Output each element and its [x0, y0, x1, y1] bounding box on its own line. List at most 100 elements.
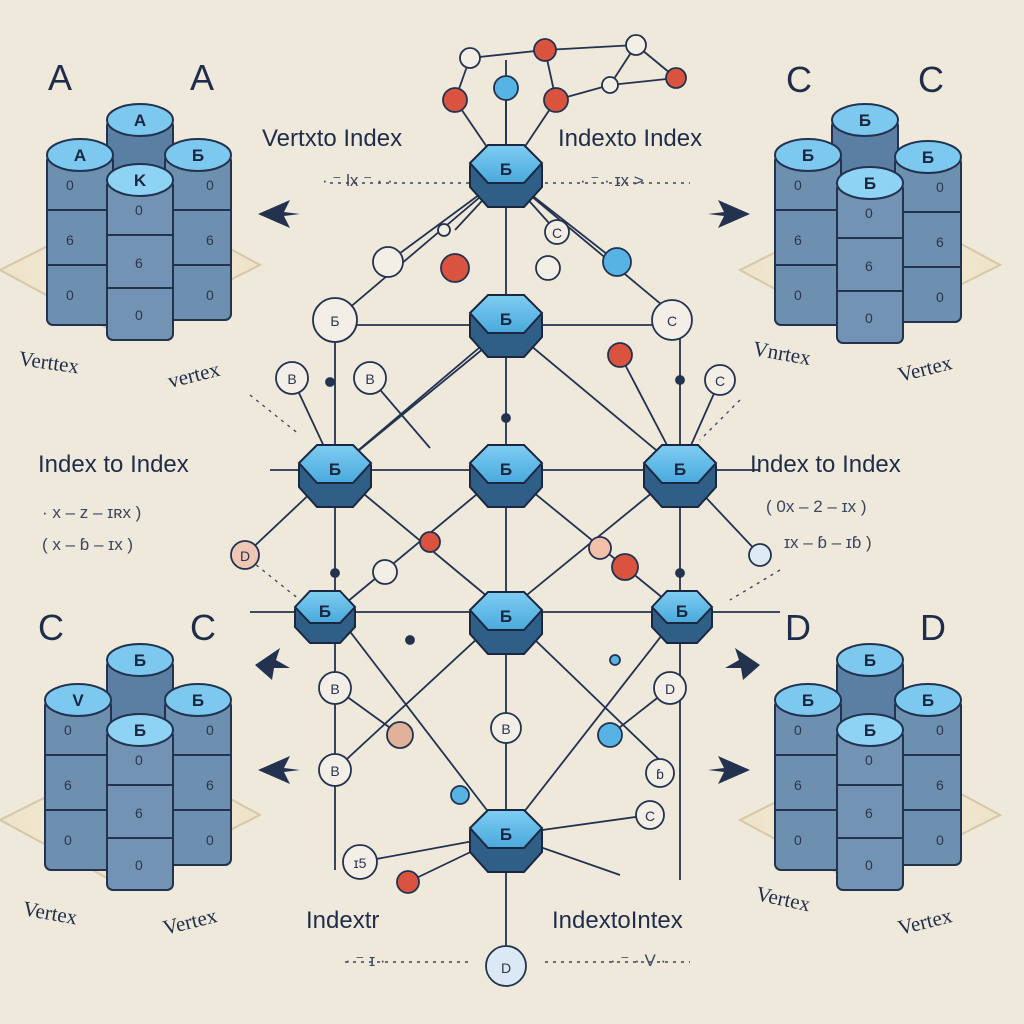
node-label: C	[645, 808, 655, 824]
svg-text:0: 0	[794, 722, 802, 738]
cylinder-label: Б	[864, 174, 876, 193]
svg-text:0: 0	[66, 287, 74, 303]
hub-node: Б	[650, 590, 714, 644]
corner-letter: C	[38, 607, 64, 648]
cylinder-label: Б	[134, 651, 146, 670]
hub-node: Б	[468, 144, 544, 208]
arrow-right-icon	[708, 756, 750, 784]
svg-text:0: 0	[865, 752, 873, 768]
node-label: ɓ	[656, 766, 664, 782]
svg-text:6: 6	[936, 234, 944, 250]
svg-text:6: 6	[794, 777, 802, 793]
svg-text:Б: Б	[500, 160, 512, 179]
arrow-left-icon	[255, 648, 290, 680]
hub-node: Б	[642, 444, 718, 508]
cylinder-label: V	[72, 691, 84, 710]
phrase-mid-right: Index to Index	[750, 451, 901, 478]
vertex-label: vertex	[165, 357, 222, 393]
svg-text:6: 6	[64, 777, 72, 793]
hub-node: Б	[468, 591, 544, 655]
formula: ( x – ɓ – ɪx )	[42, 535, 133, 554]
database-cylinder: Б 0 6 0	[894, 140, 962, 323]
svg-text:0: 0	[794, 287, 802, 303]
svg-text:Б: Б	[674, 460, 686, 479]
phrase-mid-left: Index to Index	[38, 451, 189, 478]
node-label: B	[330, 763, 339, 779]
formulas: · ⁻ Ɩx ⁻ · · · ⁻ · ɪx > · x – z – ɪʀx ) …	[42, 171, 872, 970]
cylinder-label: Б	[192, 691, 204, 710]
cylinder-label: Б	[864, 651, 876, 670]
database-stack-bottom-right: Б Б 0 6 0 Б 0 6 0 Б 0	[737, 643, 1003, 891]
cylinder-label: Б	[134, 721, 146, 740]
node-label: B	[501, 721, 510, 737]
svg-text:0: 0	[206, 177, 214, 193]
svg-text:Б: Б	[319, 602, 331, 621]
svg-text:0: 0	[936, 722, 944, 738]
small-node-labels: Б C B B C D B D B B C ɪ5 D C ɓ	[240, 225, 725, 976]
cylinder-label: A	[74, 146, 86, 165]
svg-text:Б: Б	[500, 607, 512, 626]
database-cylinder: Б 0 6 0	[774, 138, 842, 326]
node-label: Б	[330, 313, 339, 329]
node-label: B	[365, 371, 374, 387]
arrow-left-icon	[258, 200, 300, 228]
svg-text:0: 0	[206, 832, 214, 848]
dotted-guides	[249, 182, 781, 963]
edge-phrases: Vertxto Index Indexto Index Index to Ind…	[38, 125, 901, 934]
database-stack-top-left: A A 0 6 0 Б 0 6 0 K 0	[0, 103, 263, 341]
database-cylinder: K 0 6 0	[106, 163, 174, 341]
svg-text:0: 0	[64, 722, 72, 738]
database-cylinder: Б 0 6 0	[164, 683, 232, 866]
svg-text:6: 6	[206, 232, 214, 248]
svg-text:0: 0	[936, 289, 944, 305]
svg-text:Б: Б	[500, 310, 512, 329]
svg-text:0: 0	[936, 832, 944, 848]
svg-text:0: 0	[66, 177, 74, 193]
formula: · ⁻ Ɩx ⁻ · ·	[322, 171, 393, 190]
database-stack-bottom-left: Б V 0 6 0 Б 0 6 0 Б 0	[0, 643, 263, 891]
corner-letters: A A C C C C D D	[38, 57, 946, 648]
vertex-label: Vertex	[21, 896, 80, 929]
vertex-label: Vertex	[160, 903, 219, 940]
formula: ɪx – ɓ – ɪɓ )	[784, 533, 872, 552]
arrows	[255, 200, 760, 784]
corner-letter: D	[785, 607, 811, 648]
svg-text:0: 0	[135, 857, 143, 873]
svg-text:6: 6	[135, 255, 143, 271]
vertex-label: Vertex	[754, 881, 813, 916]
hub-node: Б	[468, 444, 544, 508]
database-cylinder: V 0 6 0	[44, 683, 112, 871]
cylinder-label: Б	[922, 691, 934, 710]
svg-text:Б: Б	[500, 825, 512, 844]
vertex-label: Vertex	[895, 350, 954, 387]
vertex-label: Vertex	[895, 903, 954, 940]
corner-letter: D	[920, 607, 946, 648]
svg-text:0: 0	[865, 310, 873, 326]
node-label: D	[501, 960, 511, 976]
node-label: B	[330, 681, 339, 697]
node-label: C	[667, 313, 677, 329]
cylinder-label: A	[134, 111, 146, 130]
svg-text:Б: Б	[500, 460, 512, 479]
database-cylinder: Б 0 6 0	[774, 683, 842, 871]
node-label: C	[552, 225, 562, 241]
phrase-top-right: Indexto Index	[558, 125, 702, 152]
corner-letter: A	[190, 57, 214, 98]
database-cylinder: Б 0 6 0	[894, 683, 962, 866]
svg-text:0: 0	[135, 202, 143, 218]
node-label: D	[665, 681, 675, 697]
vertex-label: Verttex	[17, 346, 81, 378]
svg-text:Б: Б	[329, 460, 341, 479]
svg-text:0: 0	[135, 307, 143, 323]
svg-text:0: 0	[865, 205, 873, 221]
arrow-right-icon	[708, 200, 750, 228]
formula: · ⁻ · V ·	[610, 951, 666, 970]
small-nodes	[230, 34, 772, 987]
database-cylinder: Б 0 6 0	[836, 166, 904, 344]
vertex-label: Vnrtex	[751, 336, 813, 370]
cylinder-label: Б	[859, 111, 871, 130]
phrase-top-left: Vertxto Index	[262, 125, 402, 152]
svg-text:6: 6	[936, 777, 944, 793]
svg-text:0: 0	[936, 179, 944, 195]
svg-text:6: 6	[66, 232, 74, 248]
